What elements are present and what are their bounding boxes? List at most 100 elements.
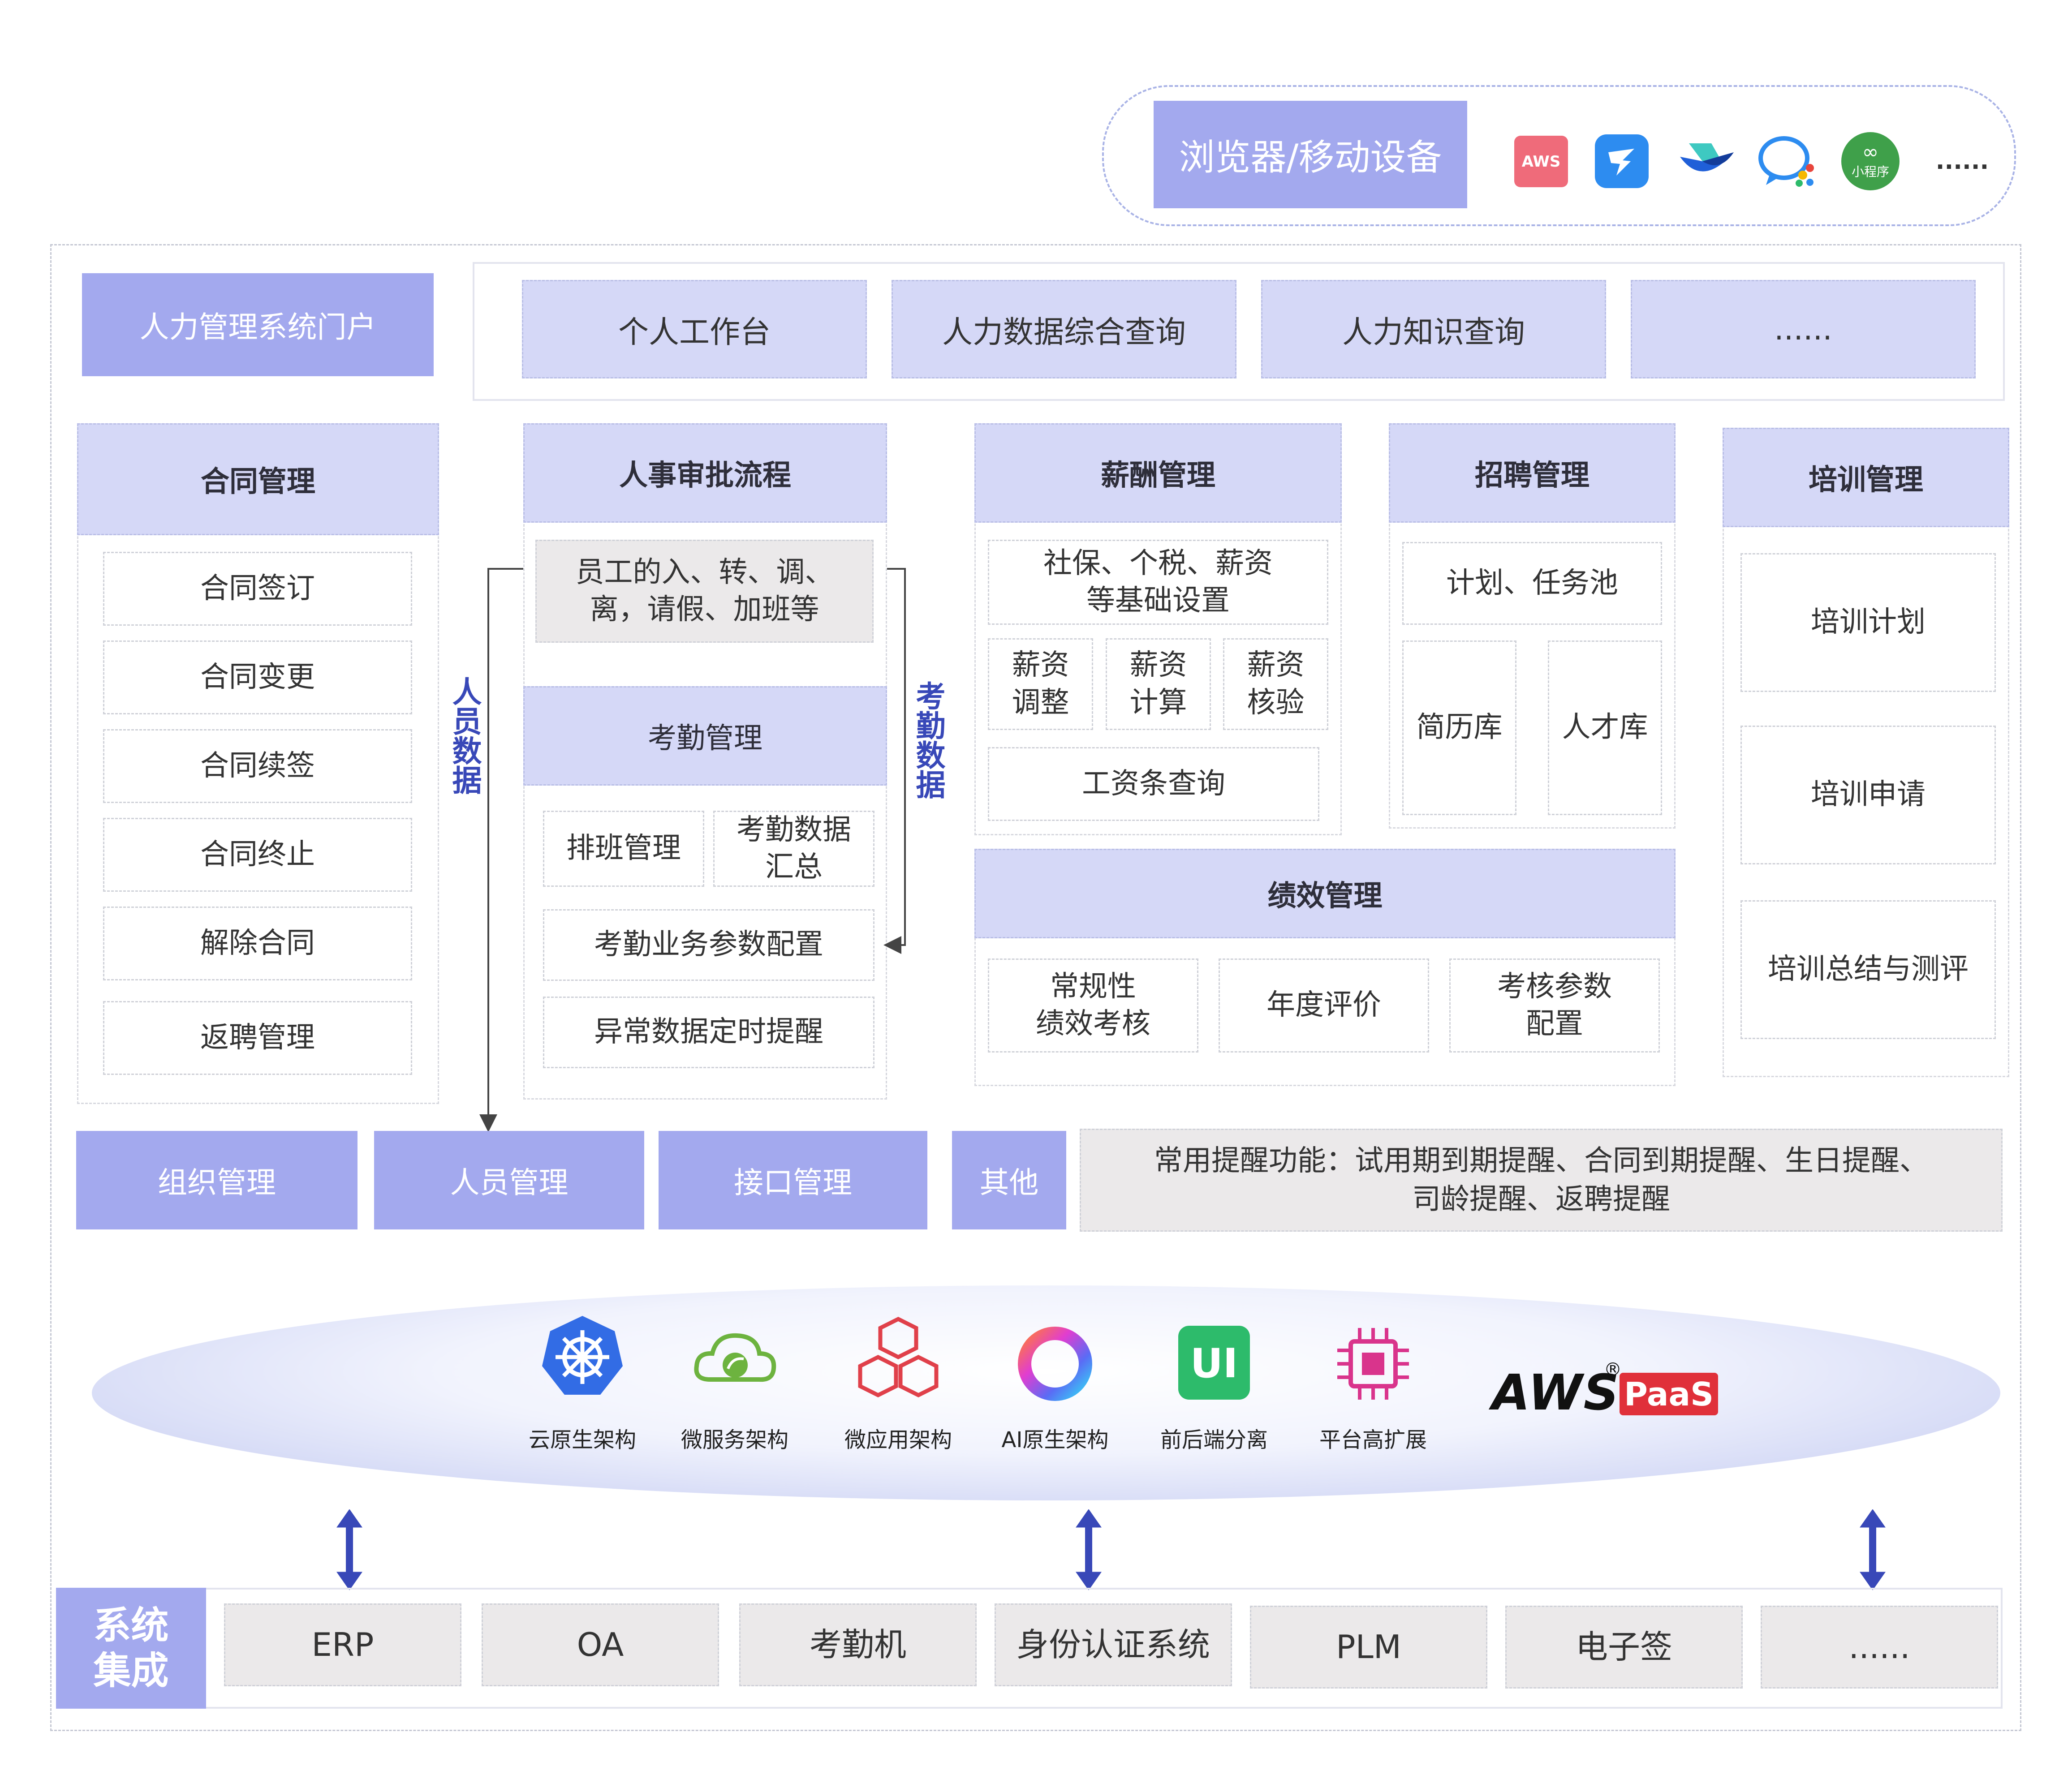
portal-label[interactable]: 人力管理系统门户	[82, 273, 434, 376]
aws-paas-logo: AWS ® PaaS	[1492, 1359, 1725, 1422]
contract-item-change[interactable]: 合同变更	[103, 640, 412, 714]
training-apply[interactable]: 培训申请	[1740, 726, 1996, 864]
training-title: 培训管理	[1723, 428, 2009, 527]
platform-extend-icon	[1333, 1324, 1413, 1404]
salary-verify[interactable]: 薪资 核验	[1223, 638, 1328, 730]
ai-native-label: AI原生架构	[1001, 1427, 1109, 1452]
salary-calc[interactable]: 薪资 计算	[1106, 638, 1211, 730]
aws-app-icon: AWS	[1514, 136, 1568, 187]
portal-item-workbench[interactable]: 个人工作台	[522, 280, 867, 378]
hr-flow-description-line1: 员工的入、转、调、	[575, 555, 834, 589]
people-management[interactable]: 人员管理	[374, 1131, 644, 1229]
main-container	[50, 244, 2021, 1731]
salary-calc-line2: 计算	[1129, 686, 1187, 719]
salary-calc-line1: 薪资	[1129, 649, 1187, 682]
ui-separation-label: 前后端分离	[1160, 1427, 1268, 1452]
performance-title: 绩效管理	[974, 849, 1676, 938]
performance-params-line1: 考核参数	[1497, 970, 1612, 1003]
contract-item-renew[interactable]: 合同续签	[103, 729, 412, 803]
attendance-params[interactable]: 考勤业务参数配置	[543, 909, 874, 981]
salary-title: 薪酬管理	[974, 423, 1342, 523]
integration-e-sign[interactable]: 电子签	[1505, 1606, 1743, 1689]
contract-item-rehire[interactable]: 返聘管理	[103, 1001, 412, 1075]
feishu-icon	[1676, 134, 1738, 188]
hr-flow-description: 员工的入、转、调、 离，请假、加班等	[535, 540, 874, 643]
platform-extend-label: 平台高扩展	[1319, 1427, 1427, 1452]
attendance-alert[interactable]: 异常数据定时提醒	[543, 997, 874, 1068]
recruit-talent[interactable]: 人才库	[1548, 640, 1662, 815]
mini-program-link-glyph: ∞	[1862, 141, 1879, 163]
contract-item-dissolve[interactable]: 解除合同	[103, 907, 412, 980]
wecom-icon	[1756, 132, 1819, 190]
other-modules[interactable]: 其他	[952, 1131, 1066, 1229]
attendance-scheduling[interactable]: 排班管理	[543, 811, 704, 887]
microservice-label: 微服务架构	[681, 1427, 788, 1452]
salary-verify-line2: 核验	[1247, 686, 1305, 719]
performance-params-line2: 配置	[1526, 1007, 1583, 1040]
integration-more[interactable]: ......	[1761, 1606, 1998, 1689]
micro-app-icon	[851, 1315, 945, 1404]
portal-panel	[473, 262, 2005, 401]
performance-routine-line2: 绩效考核	[1036, 1007, 1150, 1040]
attendance-summary-line2: 汇总	[765, 851, 823, 884]
attendance-summary[interactable]: 考勤数据 汇总	[713, 811, 874, 887]
performance-annual[interactable]: 年度评价	[1219, 958, 1429, 1053]
integration-attendance-machine[interactable]: 考勤机	[739, 1603, 977, 1686]
hr-flow-title: 人事审批流程	[523, 423, 887, 523]
dingtalk-icon	[1595, 134, 1649, 188]
salary-adjust[interactable]: 薪资 调整	[988, 638, 1093, 730]
ai-native-icon	[1015, 1324, 1095, 1404]
aws-brand-text: AWS	[1492, 1364, 1620, 1421]
micro-app-label: 微应用架构	[844, 1427, 952, 1452]
api-management[interactable]: 接口管理	[659, 1131, 927, 1229]
portal-item-knowledge-query[interactable]: 人力知识查询	[1261, 280, 1606, 378]
attendance-data-label: 考勤数据	[911, 681, 946, 799]
salary-base-line2: 等基础设置	[1086, 584, 1230, 617]
personnel-data-label: 人员数据	[447, 676, 482, 795]
integration-identity-auth[interactable]: 身份认证系统	[995, 1603, 1232, 1686]
cloud-native-icon	[538, 1312, 627, 1402]
portal-item-data-query[interactable]: 人力数据综合查询	[892, 280, 1236, 378]
personnel-data-arrow	[479, 568, 523, 1132]
recruit-title: 招聘管理	[1389, 423, 1676, 523]
attendance-summary-line1: 考勤数据	[737, 813, 851, 847]
mini-program-icon: ∞ 小程序	[1841, 132, 1900, 190]
hr-flow-description-line2: 离，请假、加班等	[590, 593, 819, 626]
salary-base-settings[interactable]: 社保、个税、薪资 等基础设置	[988, 540, 1328, 625]
aws-brand-reg: ®	[1604, 1359, 1622, 1380]
access-more: ......	[1935, 148, 1989, 175]
training-plan[interactable]: 培训计划	[1740, 553, 1996, 692]
integration-plm[interactable]: PLM	[1250, 1606, 1487, 1689]
performance-params[interactable]: 考核参数 配置	[1449, 958, 1660, 1053]
integration-label-line2: 集成	[93, 1649, 169, 1693]
integration-oa[interactable]: OA	[482, 1603, 719, 1686]
flow-arrows	[479, 568, 906, 1132]
portal-item-more[interactable]: ......	[1631, 280, 1976, 378]
reminder-functions: 常用提醒功能：试用期到期提醒、合同到期提醒、生日提醒、 司龄提醒、返聘提醒	[1080, 1129, 2003, 1232]
mini-program-text: 小程序	[1851, 164, 1889, 179]
contract-item-terminate[interactable]: 合同终止	[103, 818, 412, 892]
training-summary[interactable]: 培训总结与测评	[1740, 900, 1996, 1039]
performance-routine[interactable]: 常规性 绩效考核	[988, 958, 1198, 1053]
org-management[interactable]: 组织管理	[76, 1131, 358, 1229]
ui-separation-icon: UI	[1176, 1324, 1252, 1402]
salary-base-line1: 社保、个税、薪资	[1043, 546, 1273, 580]
contract-title: 合同管理	[77, 423, 439, 535]
salary-payslip[interactable]: 工资条查询	[988, 747, 1319, 821]
contract-item-sign[interactable]: 合同签订	[103, 552, 412, 626]
cloud-native-label: 云原生架构	[528, 1427, 636, 1452]
paas-badge: PaaS	[1620, 1373, 1718, 1415]
salary-adjust-line2: 调整	[1012, 686, 1069, 719]
salary-adjust-line1: 薪资	[1012, 649, 1069, 682]
integration-label: 系统 集成	[56, 1588, 206, 1709]
svg-text:UI: UI	[1190, 1340, 1238, 1387]
recruit-plan[interactable]: 计划、任务池	[1402, 542, 1662, 625]
attendance-data-arrow	[883, 568, 906, 954]
microservice-icon	[692, 1326, 777, 1393]
recruit-resume[interactable]: 简历库	[1402, 640, 1516, 815]
performance-routine-line1: 常规性	[1050, 970, 1136, 1003]
reminder-line2: 司龄提醒、返聘提醒	[1412, 1183, 1670, 1216]
integration-arrows	[336, 1509, 1886, 1590]
integration-erp[interactable]: ERP	[224, 1603, 461, 1686]
attendance-title: 考勤管理	[523, 686, 887, 786]
